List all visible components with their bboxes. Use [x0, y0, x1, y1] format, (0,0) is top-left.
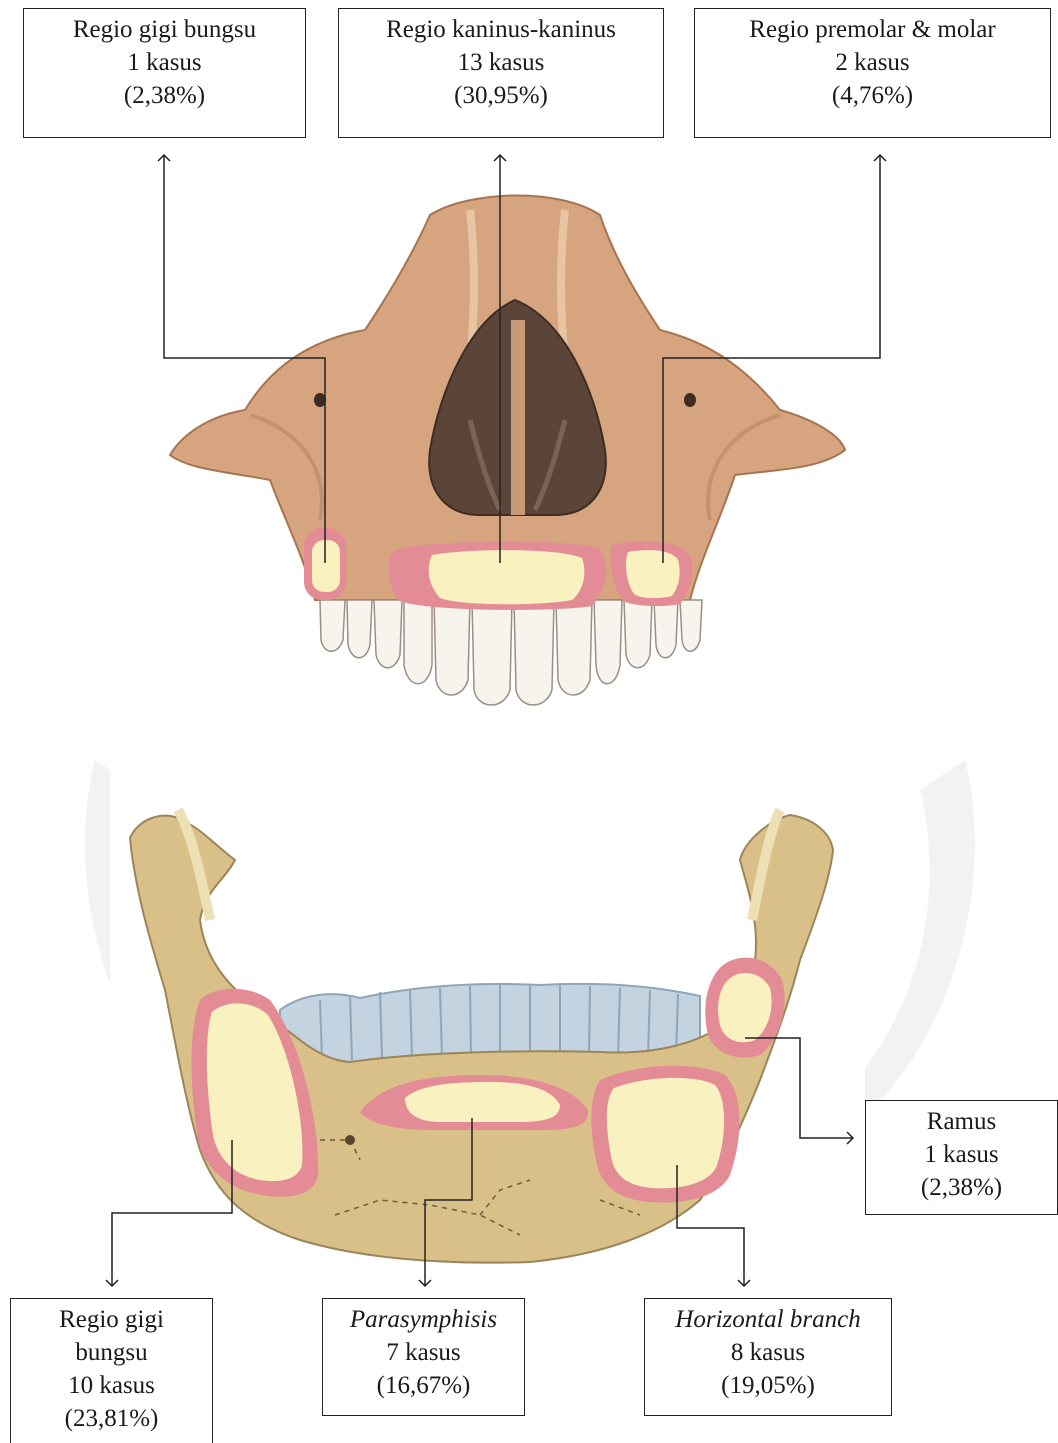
label-line: 1 kasus	[866, 1138, 1057, 1171]
label-line: (19,05%)	[645, 1369, 891, 1402]
label-maxilla-premolar-molar: Regio premolar & molar 2 kasus (4,76%)	[694, 8, 1051, 138]
label-line: Regio gigi	[11, 1303, 212, 1336]
label-line: (16,67%)	[323, 1369, 524, 1402]
label-line: Regio premolar & molar	[695, 13, 1050, 46]
label-line: (30,95%)	[339, 79, 663, 112]
label-line: Regio kaninus-kaninus	[339, 13, 663, 46]
label-line: bungsu	[11, 1336, 212, 1369]
label-line: Regio gigi bungsu	[24, 13, 305, 46]
label-maxilla-kaninus: Regio kaninus-kaninus 13 kasus (30,95%)	[338, 8, 664, 138]
label-line: 8 kasus	[645, 1336, 891, 1369]
label-mandible-ramus: Ramus 1 kasus (2,38%)	[865, 1100, 1058, 1215]
label-line: 1 kasus	[24, 46, 305, 79]
label-line: 2 kasus	[695, 46, 1050, 79]
maxilla-fracture-left	[304, 528, 346, 600]
label-line: 10 kasus	[11, 1369, 212, 1402]
label-line: (23,81%)	[11, 1402, 212, 1435]
label-line: (2,38%)	[24, 79, 305, 112]
label-line: (4,76%)	[695, 79, 1050, 112]
maxilla-fracture-center	[389, 542, 607, 610]
label-mandible-horizontal-branch: Horizontal branch 8 kasus (19,05%)	[644, 1298, 892, 1416]
mandible-fracture-horizontal-branch	[591, 1066, 739, 1203]
label-line: (2,38%)	[866, 1171, 1057, 1204]
label-line: 7 kasus	[323, 1336, 524, 1369]
label-mandible-gigi-bungsu: Regio gigi bungsu 10 kasus (23,81%)	[10, 1298, 213, 1443]
maxilla-fracture-right	[610, 541, 692, 606]
label-line: Ramus	[866, 1105, 1057, 1138]
label-mandible-parasymphisis: Parasymphisis 7 kasus (16,67%)	[322, 1298, 525, 1416]
label-line: Horizontal branch	[645, 1303, 891, 1336]
label-line: 13 kasus	[339, 46, 663, 79]
label-maxilla-gigi-bungsu: Regio gigi bungsu 1 kasus (2,38%)	[23, 8, 306, 138]
label-line: Parasymphisis	[323, 1303, 524, 1336]
